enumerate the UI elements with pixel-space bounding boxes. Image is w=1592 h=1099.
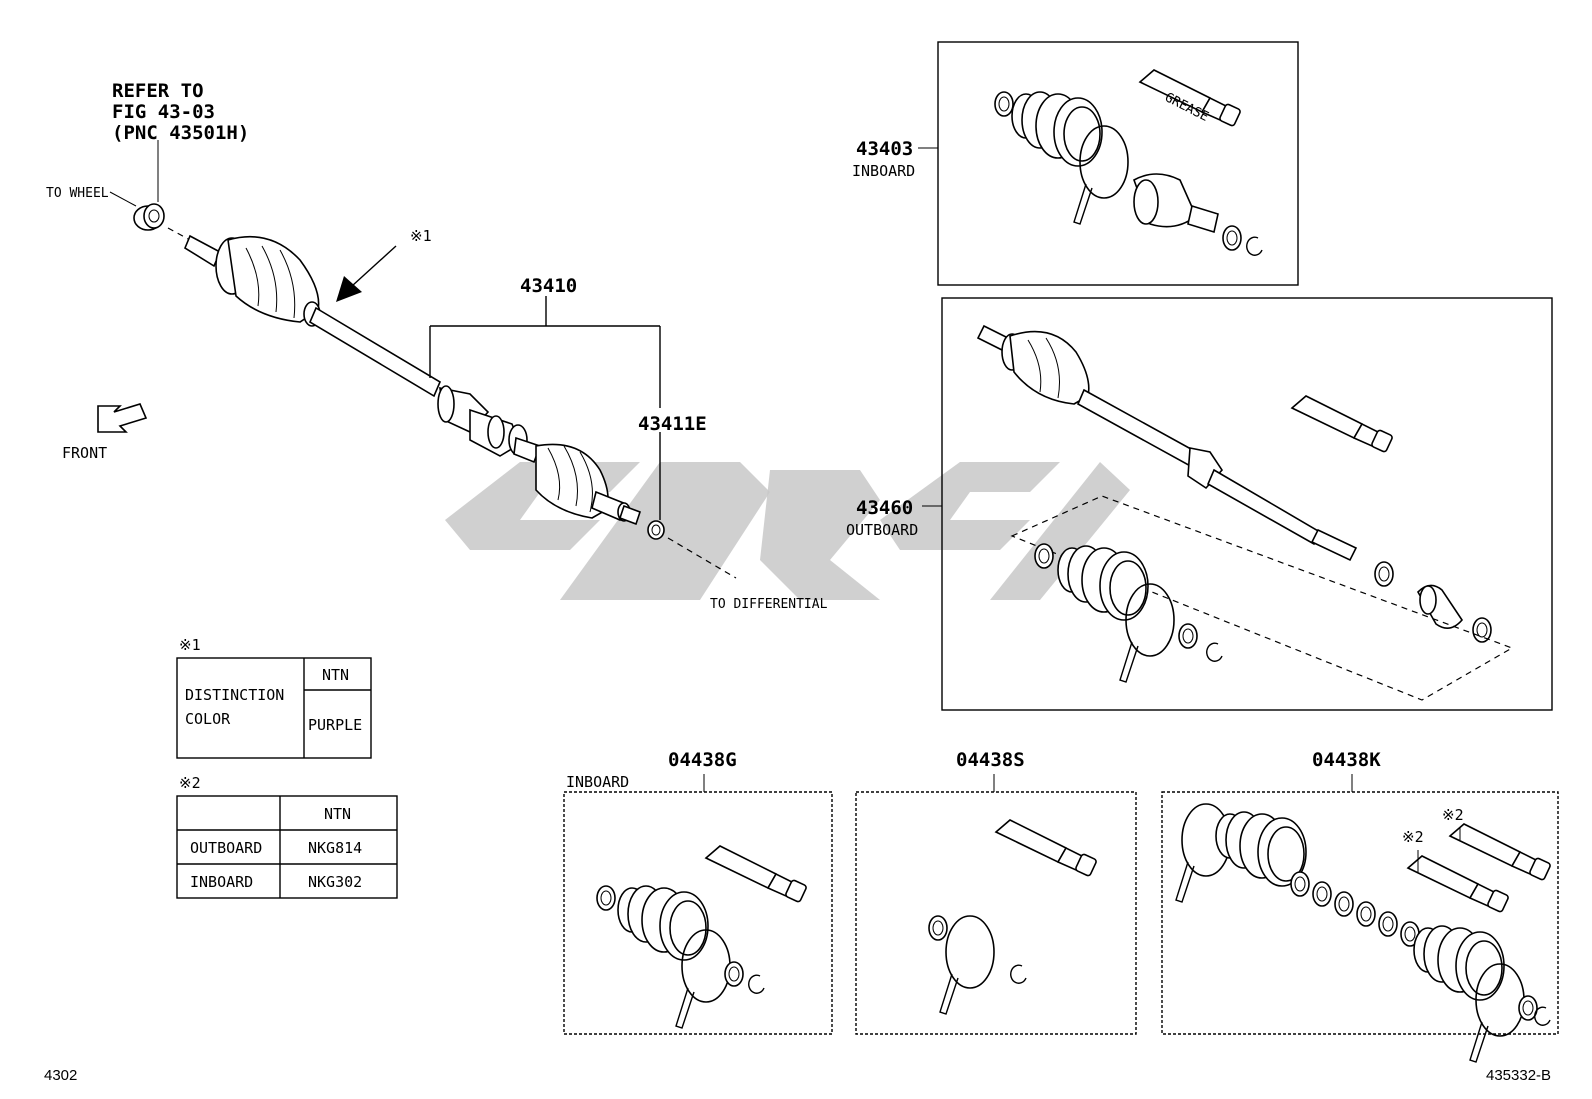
table2-row-position: OUTBOARD [190,839,262,857]
table2-row-position: INBOARD [190,873,253,891]
mark1-label: ※1 [410,227,432,245]
part-43460-note: OUTBOARD [846,521,918,539]
inboard-joint [437,385,642,526]
main-shaft-assembly [133,203,737,579]
table2-row-value: NKG302 [308,873,362,891]
boot-kit-s-box [855,774,1137,1035]
table1-value: PURPLE [308,716,362,734]
part-43410: 43410 [520,275,577,297]
figure-number: 4302 [44,1067,77,1084]
outboard-joint-kit-box [922,297,1553,711]
axle-nut [133,203,165,231]
snap-ring [647,520,665,540]
part-43411e: 43411E [638,413,707,435]
illustration-id: 435332-B [1486,1067,1551,1084]
part-43403: 43403 [856,138,913,160]
watermark [445,462,1130,600]
refer-line-2: FIG 43-03 [112,101,215,123]
table2-header: NTN [324,805,351,823]
part-43460: 43460 [856,497,913,519]
table2-mark: ※2 [179,774,201,792]
part-43403-note: INBOARD [852,162,915,180]
table1-row-label-2: COLOR [185,710,231,728]
to-wheel-label: TO WHEEL [46,186,109,201]
part-04438s: 04438S [956,749,1025,771]
outboard-boot [215,235,321,327]
boot-kit-inboard-box [563,774,833,1035]
boot-code-table [176,795,398,899]
inboard-joint-kit-box [918,41,1299,286]
to-differential-label: TO DIFFERENTIAL [710,597,828,612]
refer-line-3: (PNC 43501H) [112,122,249,144]
part-04438g-note: INBOARD [566,773,629,791]
distinction-color-table [176,657,372,759]
table1-row-label-1: DISTINCTION [185,686,284,704]
table2-row-value: NKG814 [308,839,362,857]
table1-mark: ※1 [179,636,201,654]
table1-header: NTN [322,666,349,684]
main-leaders [429,296,661,520]
mark2-label-b: ※2 [1402,828,1424,846]
mark1-arrow [336,245,397,302]
boot-kit-k-box [1161,774,1559,1063]
part-04438k: 04438K [1312,749,1381,771]
front-label: FRONT [62,444,107,462]
mark2-label-a: ※2 [1442,806,1464,824]
part-04438g: 04438G [668,749,737,771]
front-arrow-icon [97,403,148,433]
refer-line-1: REFER TO [112,80,204,102]
